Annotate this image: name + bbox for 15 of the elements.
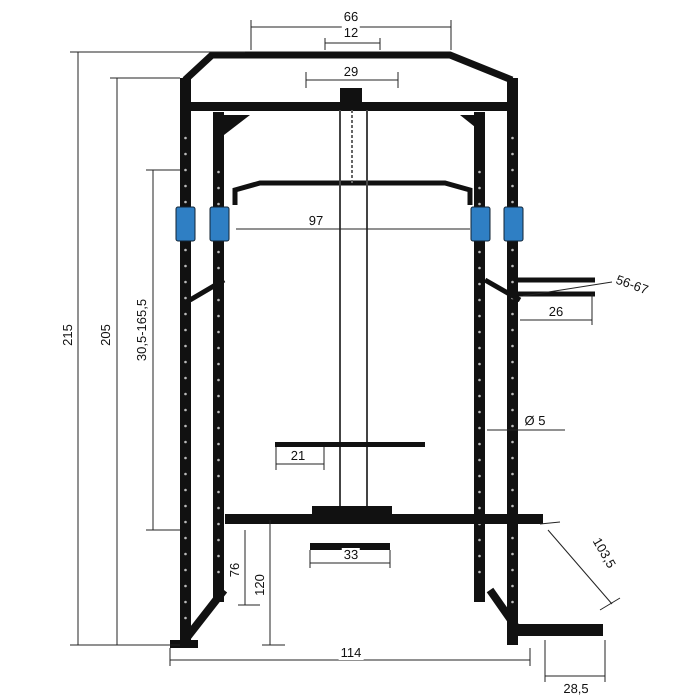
dimension-label: 30,5-165,5: [135, 296, 149, 364]
dimension-label: 33: [342, 548, 360, 562]
dimension-label: 215: [61, 322, 75, 348]
dimension-label: 26: [546, 305, 566, 319]
dimension-label: 21: [288, 449, 308, 463]
dimension-label: Ø 5: [522, 414, 548, 428]
dimension-label: 114: [338, 646, 364, 660]
dimension-label: 205: [99, 322, 113, 348]
dimension-label: 76: [228, 560, 242, 580]
dimension-label: 66: [342, 10, 360, 24]
dimension-label: 12: [342, 26, 360, 40]
dimension-label: 28,5: [561, 682, 591, 696]
dimension-label: 97: [306, 214, 326, 228]
dimension-label: 29: [342, 65, 360, 79]
dimension-label: 120: [253, 572, 267, 598]
